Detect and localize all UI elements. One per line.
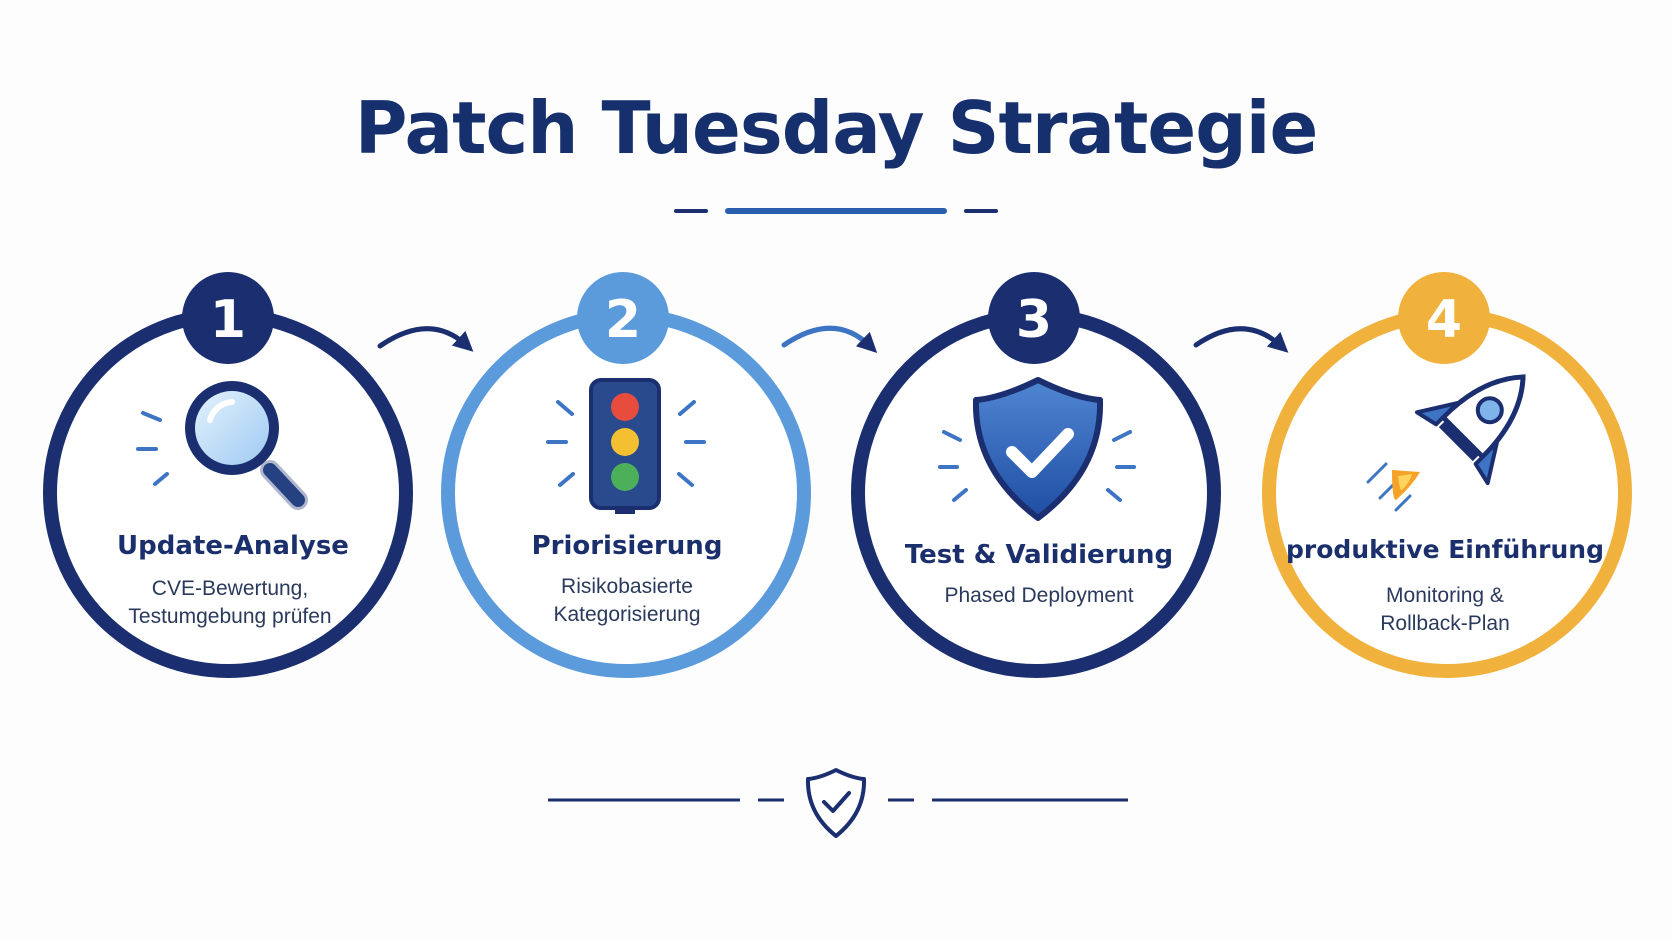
step-3-desc-line-1: Phased Deployment <box>944 584 1134 607</box>
step-4-title: produktive Einführung <box>1286 535 1604 564</box>
step-3-title: Test & Validierung <box>904 540 1174 570</box>
step-1: 1 <box>43 272 413 678</box>
step-4-number: 4 <box>1426 290 1462 350</box>
step-3-number-badge <box>988 272 1080 364</box>
step-1-number: 1 <box>210 290 246 350</box>
shield-check-icon <box>938 377 1136 521</box>
arrow-2-to-3 <box>781 325 878 353</box>
step-4-number-badge <box>1398 272 1490 364</box>
step-2-number: 2 <box>605 290 641 350</box>
step-2-desc-line-1: Risikobasierte <box>561 575 693 598</box>
arrow-1-to-2 <box>377 326 474 352</box>
step-1-description: CVE-Bewertung, Testumgebung prüfen <box>80 575 380 631</box>
step-4-description: Monitoring & Rollback-Plan <box>1295 582 1595 638</box>
arrow-3-to-4 <box>1193 326 1289 353</box>
step-1-number-badge <box>182 272 274 364</box>
magnifier-icon <box>136 381 308 510</box>
step-2-description: Risikobasierte Kategorisierung <box>477 573 777 629</box>
step-1-title: Update-Analyse <box>117 531 349 561</box>
step-2-desc-line-2: Kategorisierung <box>553 603 701 626</box>
step-1-desc-line-2: Testumgebung prüfen <box>128 605 332 628</box>
footer-divider <box>548 768 1128 838</box>
step-3: 3 <box>851 272 1221 678</box>
step-4-desc-line-2: Rollback-Plan <box>1380 612 1510 635</box>
step-3-description: Phased Deployment <box>889 582 1189 610</box>
traffic-light-icon <box>546 378 706 514</box>
step-2: 2 <box>441 272 811 678</box>
rocket-icon <box>1366 374 1526 512</box>
step-3-number: 3 <box>1016 290 1052 350</box>
step-2-number-badge <box>577 272 669 364</box>
step-1-desc-line-1: CVE-Bewertung, <box>151 577 309 600</box>
step-2-title: Priorisierung <box>531 531 723 561</box>
step-4: 4 <box>1262 272 1632 678</box>
page-title: Patch Tuesday Strategie <box>354 86 1319 170</box>
footer-shield-icon <box>805 768 867 838</box>
step-4-desc-line-1: Monitoring & <box>1386 584 1504 607</box>
